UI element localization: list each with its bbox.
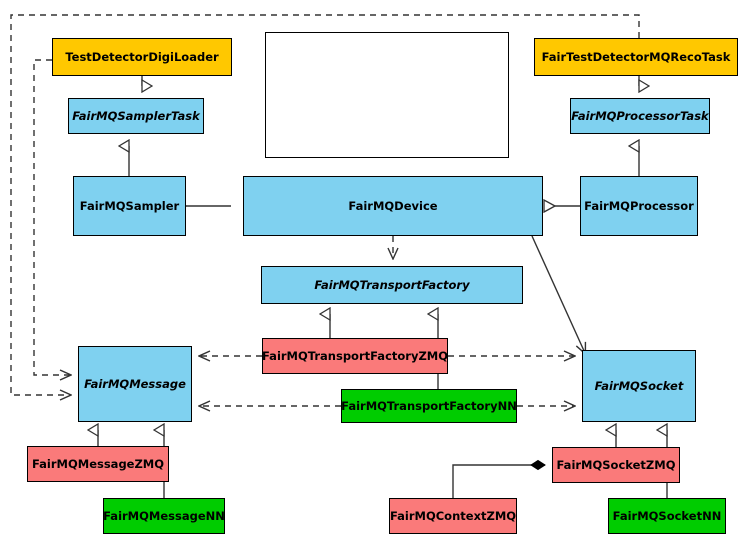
class-label: FairMQTransportFactoryNN (341, 398, 517, 413)
class-label: FairMQSocket (594, 378, 684, 393)
class-label: FairTestDetectorMQRecoTask (541, 49, 731, 64)
class-box-fairmqmessagezmq[interactable]: FairMQMessageZMQ (27, 446, 169, 482)
class-label: FairMQMessageZMQ (31, 456, 165, 471)
class-label: FairMQSocketZMQ (556, 457, 676, 472)
class-label: FairMQContextZMQ (389, 508, 517, 523)
class-label: FairMQMessageNN (103, 508, 225, 523)
class-label: FairMQProcessor (584, 198, 694, 213)
class-box-fairmqtransportfactoryzmq[interactable]: FairMQTransportFactoryZMQ (262, 338, 448, 374)
class-label: FairMQSocketNN (612, 508, 722, 523)
class-box-fairtestdetectormqrecotask[interactable]: FairTestDetectorMQRecoTask (534, 38, 738, 76)
class-label: TestDetectorDigiLoader (65, 49, 219, 64)
class-label: FairMQTransportFactoryZMQ (262, 348, 449, 363)
class-label: FairMQSampler (79, 198, 180, 213)
class-box-fairmqcontextzmq[interactable]: FairMQContextZMQ (389, 498, 517, 534)
class-label: FairMQTransportFactory (314, 277, 470, 292)
legend-panel (265, 32, 509, 158)
class-box-fairmqsocketnn[interactable]: FairMQSocketNN (608, 498, 726, 534)
class-box-testdetectordigiloader[interactable]: TestDetectorDigiLoader (52, 38, 232, 76)
class-box-fairmqsampler[interactable]: FairMQSampler (73, 176, 186, 236)
class-box-fairmqmessagenn[interactable]: FairMQMessageNN (103, 498, 225, 534)
class-box-fairmqsocket[interactable]: FairMQSocket (582, 350, 696, 422)
class-label: FairMQSamplerTask (72, 108, 200, 123)
class-box-fairmqprocessor[interactable]: FairMQProcessor (580, 176, 698, 236)
class-box-fairmqsocketzmq[interactable]: FairMQSocketZMQ (552, 447, 680, 483)
class-box-fairmqsamplertask[interactable]: FairMQSamplerTask (68, 98, 204, 134)
class-box-fairmqtransportfactory[interactable]: FairMQTransportFactory (261, 266, 523, 304)
class-box-fairmqdevice[interactable]: FairMQDevice (243, 176, 543, 236)
class-label: FairMQDevice (348, 198, 438, 213)
class-label: FairMQProcessorTask (571, 108, 709, 123)
class-box-fairmqprocessortask[interactable]: FairMQProcessorTask (570, 98, 710, 134)
class-box-fairmqmessage[interactable]: FairMQMessage (78, 346, 192, 422)
class-label: FairMQMessage (84, 376, 186, 391)
class-box-fairmqtransportfactorynn[interactable]: FairMQTransportFactoryNN (341, 389, 517, 423)
